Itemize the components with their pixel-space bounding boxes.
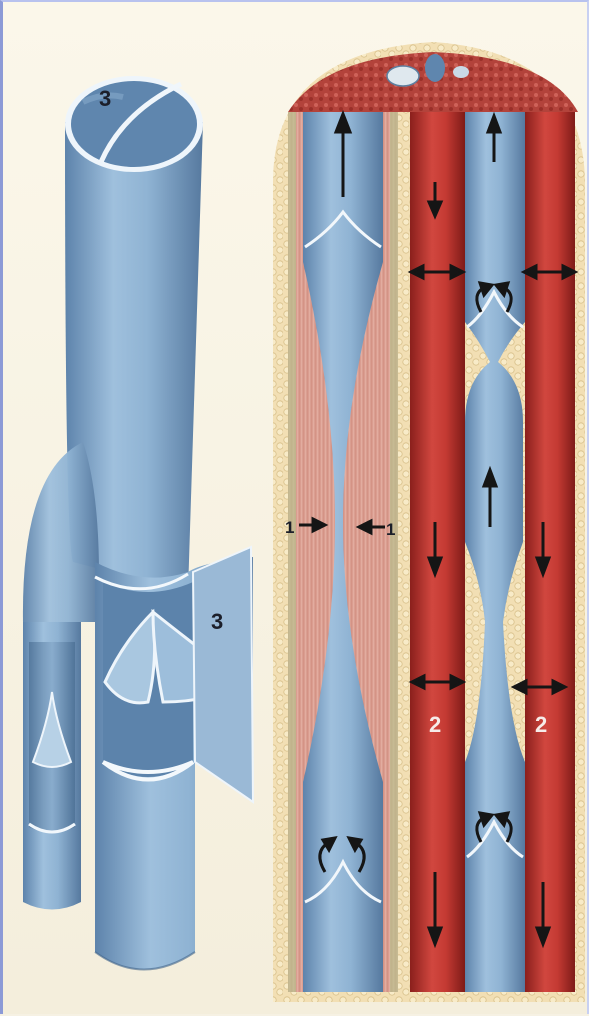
artery-left [410,112,465,992]
venous-valves-illustration: 3 3 [3,2,589,1016]
label-valve-top: 3 [99,86,111,111]
label-compression-left: 1 [285,518,294,537]
vein-middle [465,112,525,992]
label-compression-right: 1 [386,520,395,539]
cutaway-vein-group: 3 3 [23,76,253,970]
label-valve-right: 3 [211,609,223,634]
label-pulsation-left: 2 [429,712,441,737]
section-view-group: 1 1 2 2 [273,42,585,1002]
label-pulsation-right: 2 [535,712,547,737]
artery-right [525,112,575,992]
